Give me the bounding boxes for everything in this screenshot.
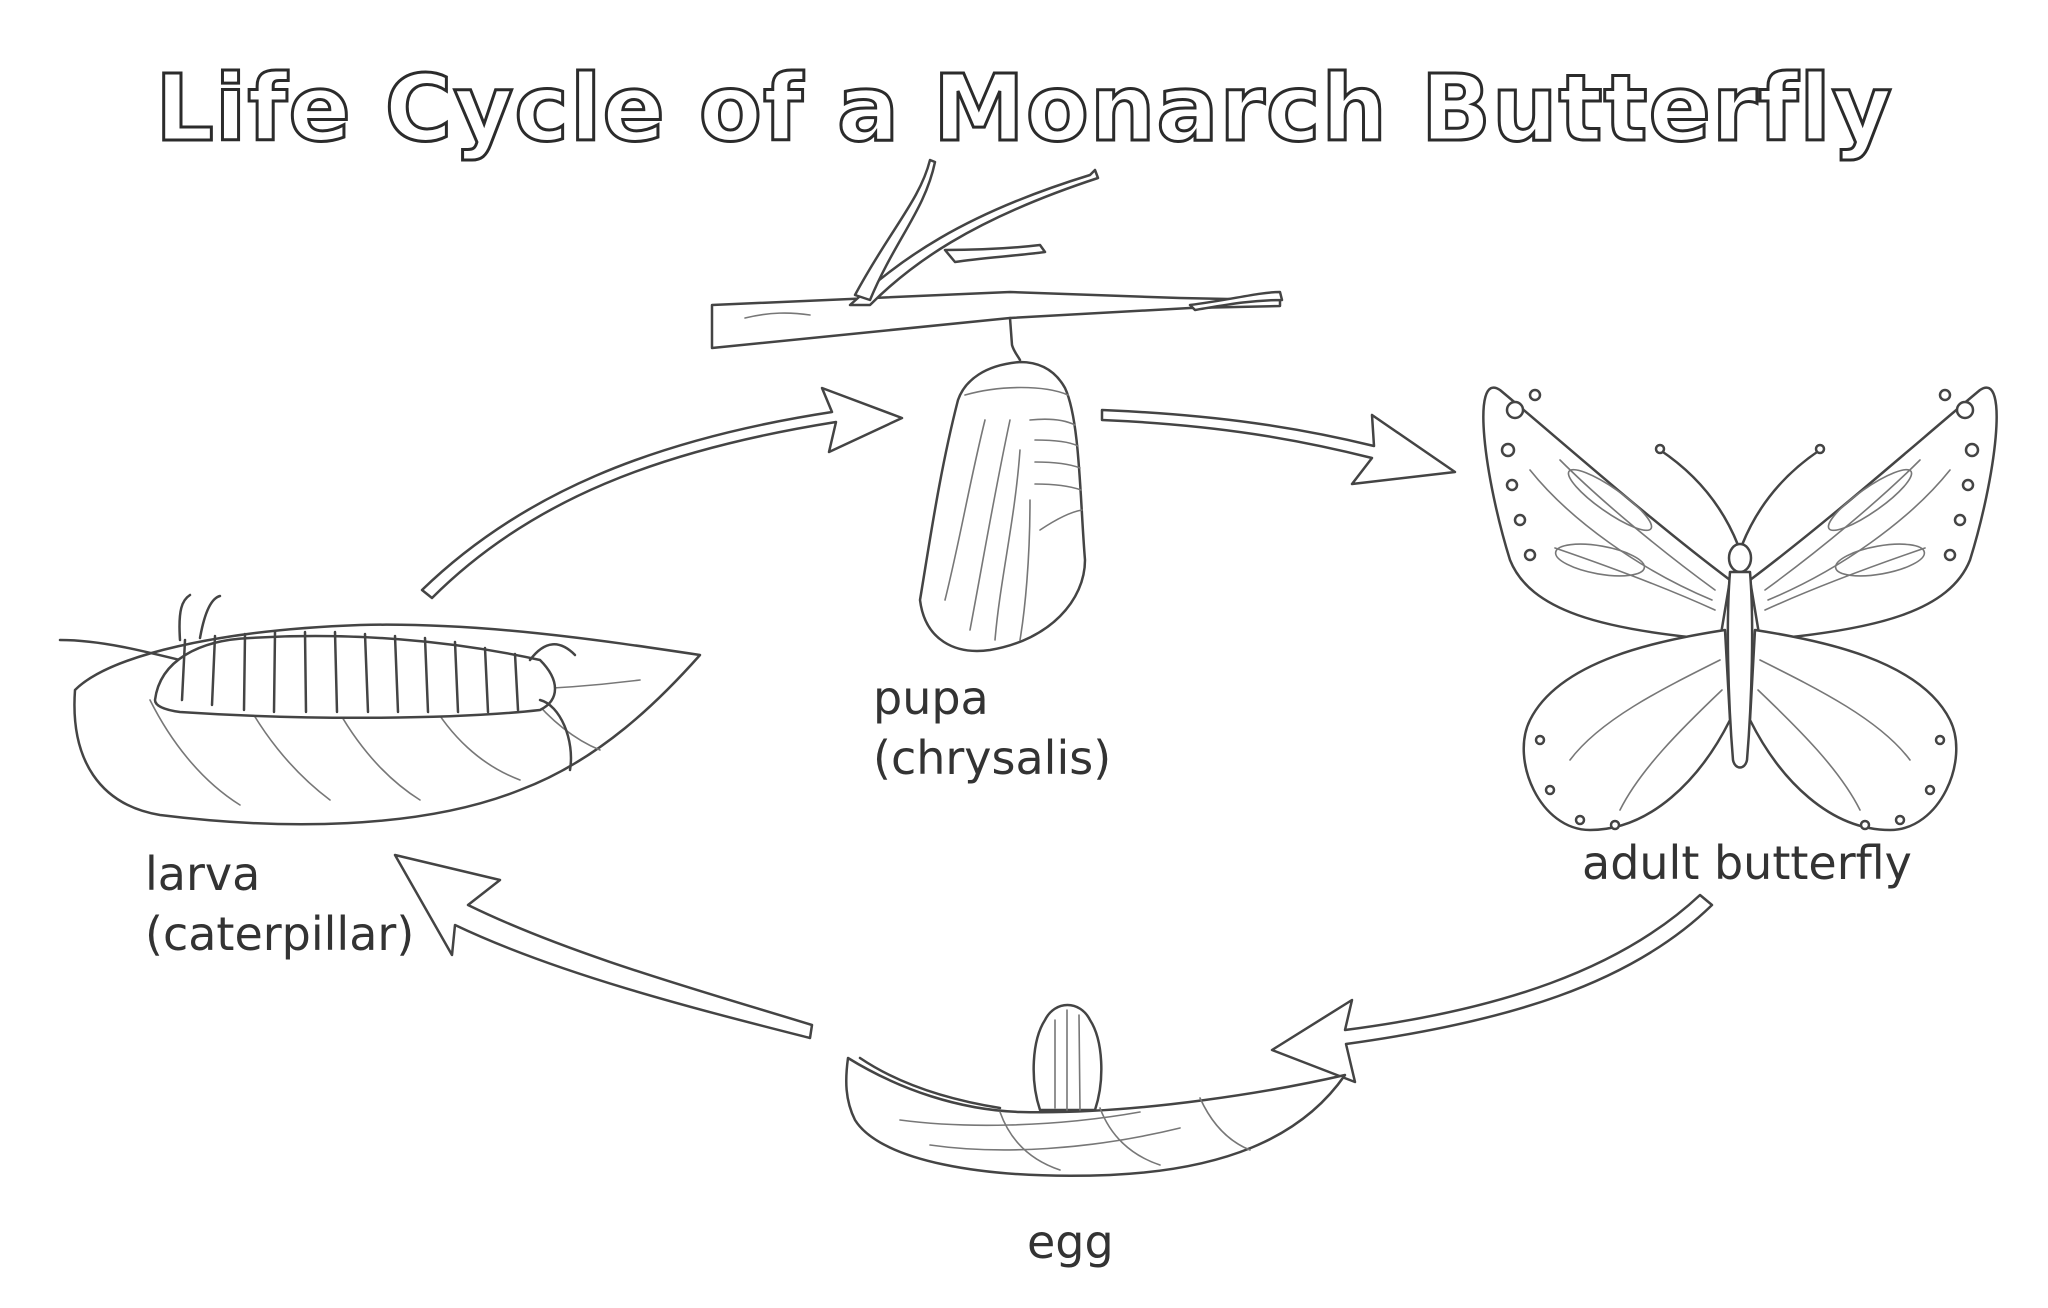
arrow-egg-to-larva (393, 853, 814, 1040)
arrow-adult-to-egg (1270, 893, 1714, 1084)
label-adult-butterfly: adult butterfly (1582, 836, 1912, 890)
diagram-title: Life Cycle of a Monarch Butterfly (154, 54, 1894, 164)
chrysalis-illustration (710, 158, 1284, 653)
butterfly-illustration (1482, 386, 1998, 832)
arrow-larva-to-pupa (420, 386, 904, 600)
label-pupa: pupa (chrysalis) (873, 668, 1111, 788)
egg-illustration (845, 1003, 1347, 1177)
arrow-pupa-to-adult (1100, 408, 1457, 486)
label-pupa-name: pupa (873, 671, 989, 725)
label-larva: larva (caterpillar) (145, 844, 414, 964)
label-larva-name: larva (145, 847, 261, 901)
label-egg: egg (1027, 1215, 1114, 1269)
label-larva-alt: (caterpillar) (145, 907, 415, 961)
caterpillar-illustration (58, 593, 702, 826)
label-pupa-alt: (chrysalis) (873, 731, 1112, 785)
